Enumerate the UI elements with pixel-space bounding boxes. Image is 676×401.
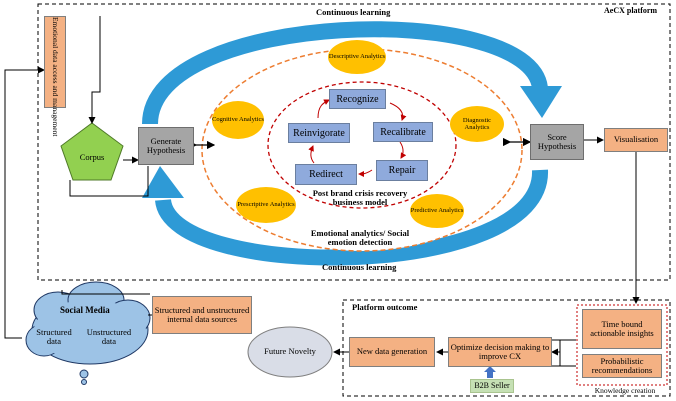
line-social-top xyxy=(61,290,150,295)
predictive-analytics: Predictive Analytics xyxy=(410,194,464,228)
cycle-arrow-top-head xyxy=(520,86,562,118)
generate-hypothesis-box: Generate Hypothesis xyxy=(138,127,194,165)
arrow-b2b-up xyxy=(484,366,496,378)
line-generate-corpus-loop xyxy=(69,166,149,197)
emotional-analytics-caption: Emotional analytics/ Social emotion dete… xyxy=(310,227,410,247)
recognize-box: Recognize xyxy=(329,89,386,109)
new-data-box: New data generation xyxy=(349,337,435,367)
descriptive-analytics: Descriptive Analytics xyxy=(328,40,386,74)
social-media-cloud xyxy=(25,281,151,385)
prescriptive-analytics: Prescriptive Analytics xyxy=(236,187,296,223)
b2b-seller-box: B2B Seller xyxy=(470,379,514,393)
score-hypothesis-box: Score Hypothesis xyxy=(530,124,584,160)
repair-box: Repair xyxy=(376,160,428,181)
crisis-ring xyxy=(267,81,457,209)
platform-title: AeCX platform xyxy=(604,6,658,15)
cognitive-analytics: Cognitive Analytics xyxy=(212,101,264,139)
emotional-data-label: Emotional data access and management xyxy=(50,17,60,137)
emotional-data-box: Emotional data access and management xyxy=(44,16,66,137)
arrow-data-to-corpus xyxy=(88,16,101,124)
social-media-title: Social Media xyxy=(60,305,110,315)
internal-sources-box: Structured and unstructured internal dat… xyxy=(152,296,252,334)
corpus-label: Corpus xyxy=(79,152,105,163)
crisis-model-caption: Post brand crisis recovery business mode… xyxy=(312,187,408,207)
arrow-recognize-recalibrate xyxy=(389,102,407,121)
arrow-reinvigorate-recognize xyxy=(317,99,330,119)
outcome-title: Platform outcome xyxy=(352,302,418,312)
analytics-ring xyxy=(201,48,523,252)
time-bound-box: Time bound actionable insights xyxy=(582,309,662,349)
knowledge-creation-label: Knowledge creation xyxy=(594,385,656,395)
diagnostic-analytics: Diagnostic Analytics xyxy=(450,106,504,142)
redirect-box: Redirect xyxy=(295,164,357,185)
structured-data-label: Structured data xyxy=(36,326,72,346)
arrow-redirect-reinvigorate xyxy=(308,145,315,164)
probabilistic-box: Probabilistic recommendations xyxy=(582,354,662,378)
future-novelty-label: Future Novelty xyxy=(264,346,316,357)
knowledge-frame xyxy=(576,304,668,386)
arrow-repair-redirect xyxy=(358,169,373,177)
platform-frame xyxy=(37,3,671,281)
continuous-learning-top: Continuous learning xyxy=(316,7,391,17)
cycle-arrow-bottom xyxy=(155,169,549,266)
reinvigorate-box: Reinvigorate xyxy=(288,123,350,143)
cycle-arrow-bottom-head xyxy=(142,166,184,198)
visualisation-box: Visualisation xyxy=(604,128,668,152)
outcome-frame xyxy=(342,299,671,397)
line-social-to-left xyxy=(4,69,38,339)
cycle-arrow-top xyxy=(142,21,548,125)
arrow-recalibrate-repair xyxy=(399,141,407,159)
optimize-box: Optimize decision making to improve CX xyxy=(448,337,552,367)
unstructured-data-label: Unstructured data xyxy=(86,326,132,346)
recalibrate-box: Recalibrate xyxy=(373,122,433,142)
continuous-learning-bottom: Continuous learning xyxy=(322,262,397,272)
corpus-shape xyxy=(60,122,124,181)
future-novelty-shape xyxy=(247,326,333,378)
